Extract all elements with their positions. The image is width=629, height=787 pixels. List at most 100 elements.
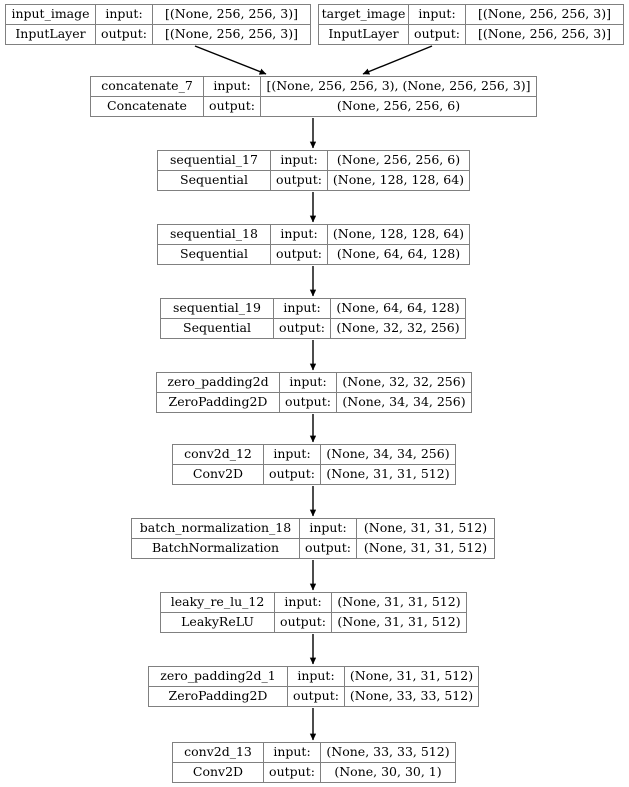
node-name-target_image: target_image [319,5,409,24]
node-type-leaky_re_lu_12: LeakyReLU [161,612,275,632]
output-shape: (None, 30, 30, 1) [334,764,442,779]
input-label: input: [280,373,337,392]
output-label: output: [264,464,321,484]
node-name-conv2d_12: conv2d_12 [173,445,264,464]
output-shape: (None, 32, 32, 256) [336,320,460,335]
output-shape: (None, 31, 31, 512) [326,466,450,481]
input-label: input: [300,519,357,538]
input-label: input: [264,445,321,464]
output-label: output: [274,318,331,338]
node-name-batch_normalization_18: batch_normalization_18 [132,519,300,538]
input-shape: (None, 64, 64, 128) [336,300,460,315]
input-label: input: [271,225,328,244]
input-shape: (None, 31, 31, 512) [363,520,488,535]
input-label: input: [264,743,321,762]
input-label: input: [271,151,328,170]
node-type-sequential_19: Sequential [161,318,274,338]
input-shape: (None, 32, 32, 256) [342,374,466,389]
input-shape: [(None, 256, 256, 3)] [165,6,298,21]
node-name-concatenate_7: concatenate_7 [91,77,204,96]
node-type-conv2d_13: Conv2D [173,762,264,782]
input-shape: [(None, 256, 256, 3), (None, 256, 256, 3… [266,78,531,93]
node-name-conv2d_13: conv2d_13 [173,743,264,762]
input-label: input: [409,5,466,24]
output-shape: [(None, 256, 256, 3)] [165,26,298,41]
input-label: input: [288,667,345,686]
node-type-conv2d_12: Conv2D [173,464,264,484]
output-label: output: [288,686,345,706]
output-shape: (None, 34, 34, 256) [342,394,466,409]
edge-target_image-to-concatenate_7 [362,45,433,75]
output-label: output: [271,244,328,264]
output-shape: (None, 256, 256, 6) [336,98,461,113]
node-name-zero_padding2d_1: zero_padding2d_1 [149,667,288,686]
output-label: output: [300,538,357,558]
node-type-concatenate_7: Concatenate [91,96,204,116]
output-shape: (None, 31, 31, 512) [363,540,488,555]
node-name-sequential_18: sequential_18 [158,225,271,244]
input-shape: (None, 31, 31, 512) [349,668,474,683]
input-shape: (None, 34, 34, 256) [326,446,450,461]
node-type-zero_padding2d: ZeroPadding2D [157,392,280,412]
output-label: output: [409,24,466,44]
input-label: input: [275,593,332,612]
output-shape: (None, 64, 64, 128) [336,246,461,261]
output-label: output: [271,170,328,190]
node-type-sequential_18: Sequential [158,244,271,264]
node-name-sequential_17: sequential_17 [158,151,271,170]
node-name-input_image: input_image [6,5,96,24]
output-shape: (None, 128, 128, 64) [332,172,465,187]
input-label: input: [96,5,153,24]
output-label: output: [280,392,337,412]
node-name-sequential_19: sequential_19 [161,299,274,318]
edge-input_image-to-concatenate_7 [194,45,267,75]
input-shape: (None, 33, 33, 512) [326,744,450,759]
input-shape: (None, 128, 128, 64) [332,226,465,241]
output-shape: (None, 33, 33, 512) [349,688,474,703]
output-shape: [(None, 256, 256, 3)] [478,26,611,41]
input-shape: (None, 31, 31, 512) [337,594,461,609]
output-label: output: [264,762,321,782]
node-type-zero_padding2d_1: ZeroPadding2D [149,686,288,706]
input-label: input: [204,77,261,96]
output-label: output: [204,96,261,116]
input-label: input: [274,299,331,318]
node-name-zero_padding2d: zero_padding2d [157,373,280,392]
output-label: output: [96,24,153,44]
output-shape: (None, 31, 31, 512) [337,614,461,629]
